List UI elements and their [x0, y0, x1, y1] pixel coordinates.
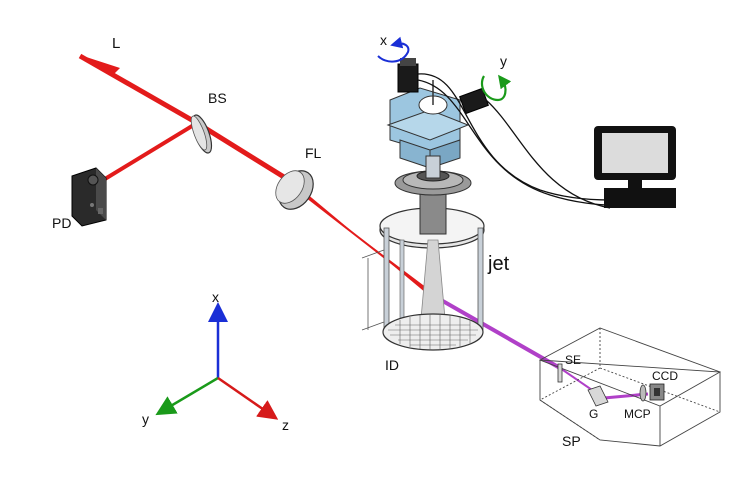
label-beam-splitter: BS: [208, 90, 227, 106]
label-jet: jet: [487, 253, 510, 275]
label-slit-entrance: SE: [565, 353, 581, 367]
grating: [587, 385, 609, 407]
focusing-lens: [275, 170, 314, 210]
label-axis-z: z: [282, 417, 289, 433]
label-photodiode: PD: [52, 215, 71, 231]
control-cables: [417, 73, 611, 209]
slit-entrance: [557, 363, 563, 383]
ccd-camera: [649, 383, 665, 401]
label-focusing-lens: FL: [305, 145, 322, 161]
beam-splitter: [190, 114, 213, 154]
motorized-stage: [386, 58, 489, 179]
rotation-y-arrow-icon: [480, 74, 512, 102]
label-axis-x: x: [212, 289, 219, 305]
computer-icon: [594, 126, 676, 208]
label-grating: G: [589, 407, 598, 421]
label-iris: ID: [385, 357, 399, 373]
spectrometer: [538, 327, 722, 447]
coordinate-axes: [155, 302, 279, 420]
mcp-detector: [639, 384, 647, 402]
label-motor-x: x: [380, 32, 387, 48]
label-spectrometer: SP: [562, 433, 581, 449]
laser-beam: [78, 53, 435, 298]
xuv-beam: [433, 294, 649, 400]
photodiode: [71, 167, 107, 227]
label-laser: L: [112, 35, 120, 52]
label-mcp: MCP: [624, 407, 651, 421]
gas-jet-assembly: [361, 170, 485, 351]
rotation-x-arrow-icon: [377, 36, 410, 63]
label-ccd: CCD: [652, 369, 678, 383]
label-axis-y: y: [142, 411, 149, 427]
label-motor-y: y: [500, 53, 507, 69]
